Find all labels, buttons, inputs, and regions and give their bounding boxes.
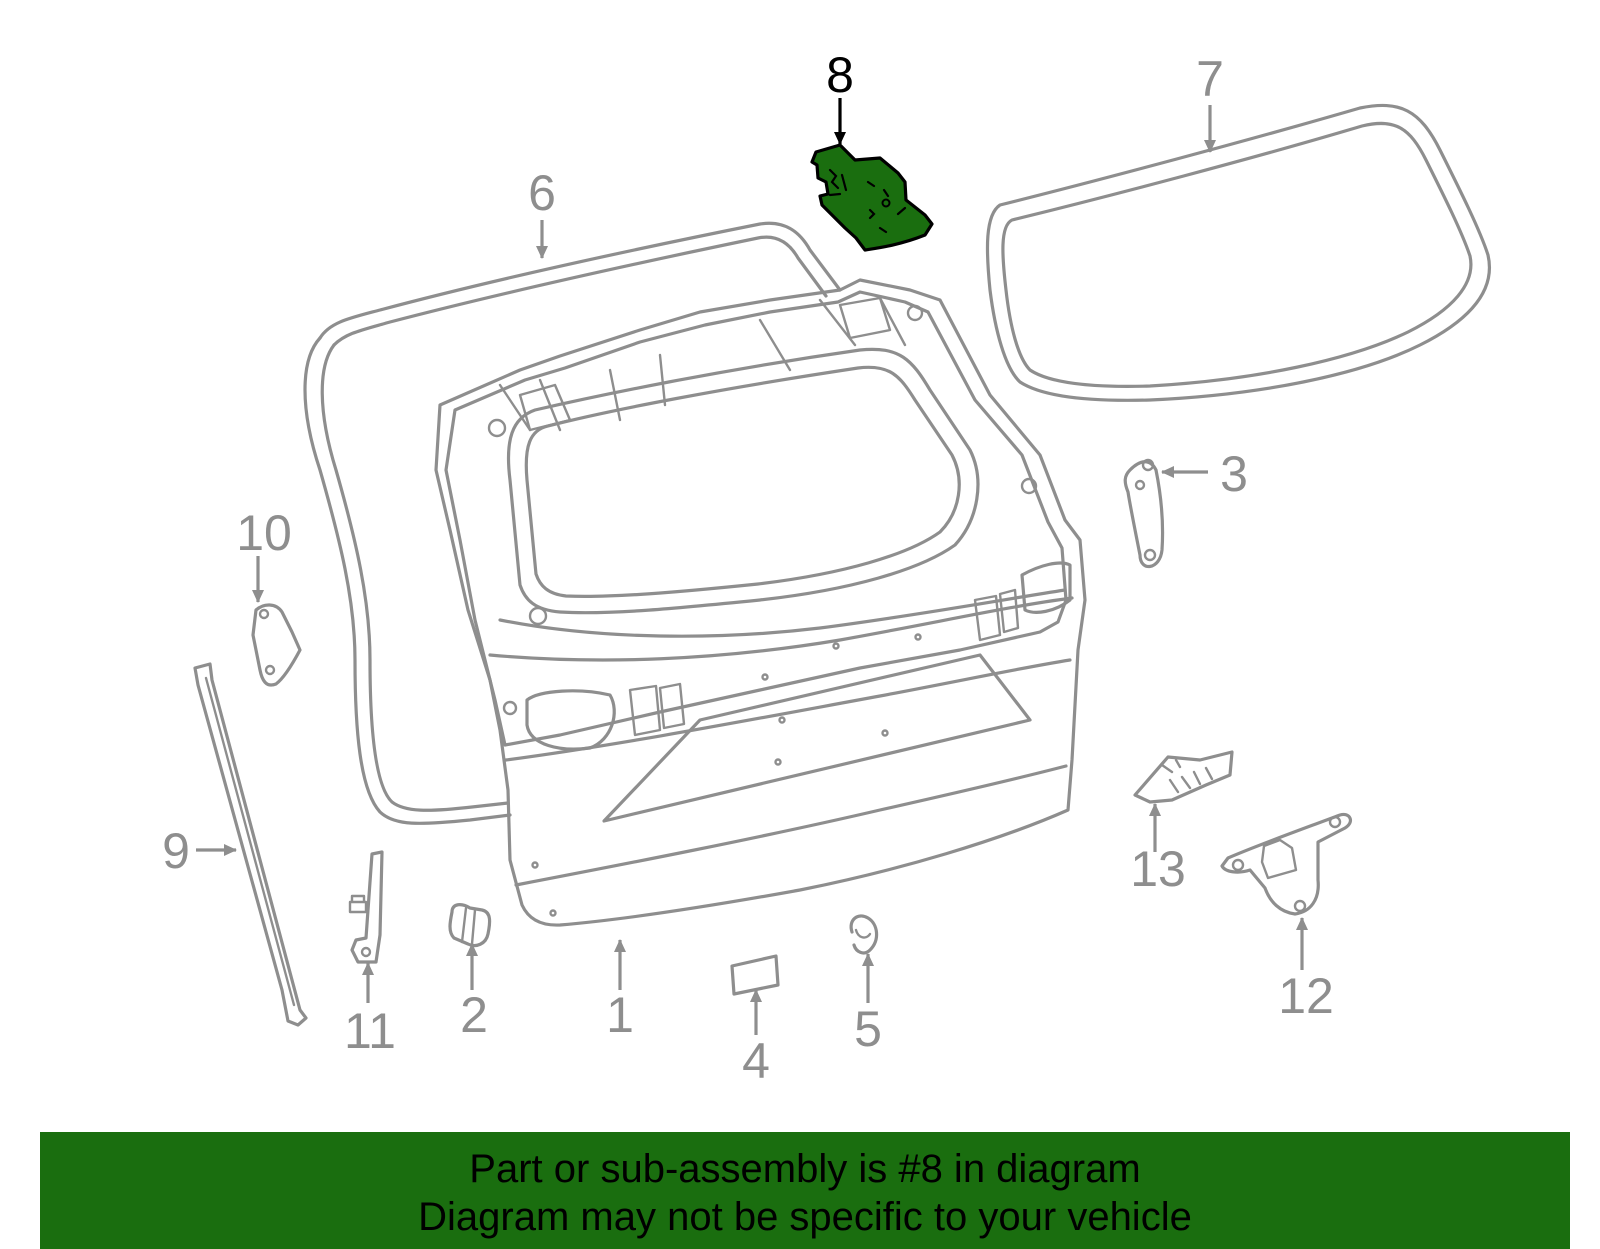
part-7-back-glass (985, 103, 1491, 402)
callout-2: 2 (460, 987, 488, 1043)
part-2-bumper (448, 903, 492, 948)
callout-12: 12 (1278, 968, 1334, 1024)
callout-5: 5 (854, 1001, 882, 1057)
callout-labels: 1 2 3 4 5 6 7 8 9 10 11 12 13 (162, 47, 1334, 1089)
leader-lines (196, 98, 1308, 1035)
part-12-latch (1220, 812, 1353, 916)
info-banner: Part or sub-assembly is #8 in diagram Di… (40, 1132, 1570, 1249)
part-8-highlighted (810, 143, 934, 252)
callout-7: 7 (1196, 51, 1224, 107)
callout-4: 4 (742, 1033, 770, 1089)
part-5-clip (849, 914, 879, 955)
part-11-striker (348, 850, 384, 964)
part-10-bracket (251, 603, 302, 687)
banner-line-part: Part or sub-assembly is #8 in diagram (469, 1147, 1141, 1191)
part-6-weatherstrip (303, 221, 842, 825)
part-4-plate (730, 954, 780, 996)
callout-13: 13 (1130, 841, 1186, 897)
callout-11: 11 (344, 1003, 396, 1059)
part-1-liftgate (434, 278, 1087, 927)
banner-line-disclaimer: Diagram may not be specific to your vehi… (418, 1195, 1192, 1239)
callout-9: 9 (162, 823, 190, 879)
callout-10: 10 (236, 505, 292, 561)
callout-8: 8 (826, 47, 854, 103)
part-13-switch (1133, 750, 1234, 804)
callout-1: 1 (606, 987, 634, 1043)
part-9-strut (193, 662, 308, 1027)
part-3-hinge (1123, 458, 1165, 568)
callout-3: 3 (1220, 446, 1248, 502)
callout-6: 6 (528, 165, 556, 221)
